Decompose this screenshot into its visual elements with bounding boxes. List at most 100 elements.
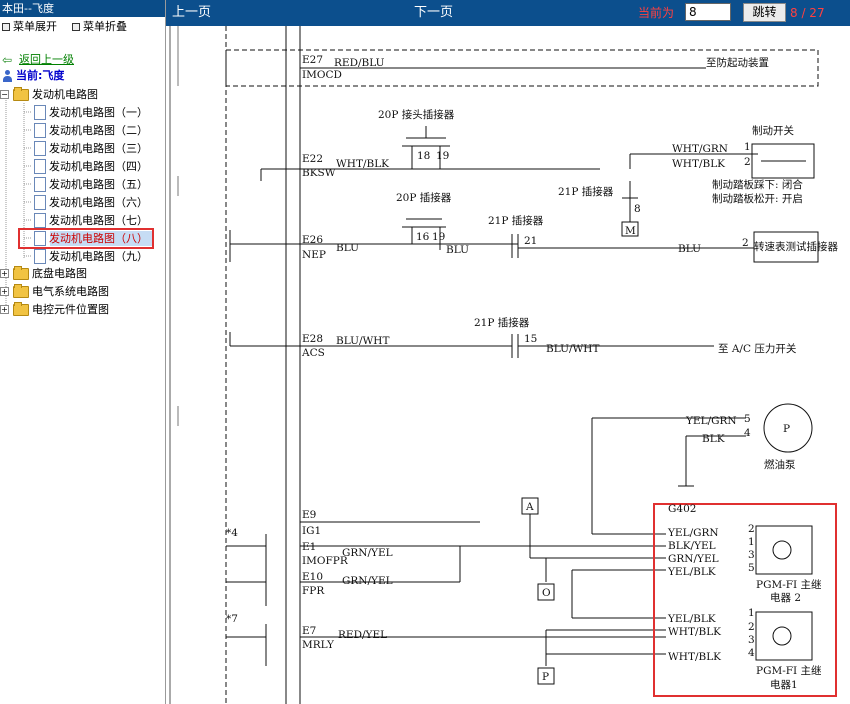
pin-number: 3 [748,634,755,646]
dest-label: 转速表测试插接器 [754,240,838,253]
pin-number: 4 [748,647,755,659]
page-nav-bar: 上一页 下一页 当前为 跳转 8 / 27 [166,0,850,26]
folder-icon [13,283,29,298]
wire-label: GRN/YEL [668,553,719,565]
pin-number: 19 [436,150,449,162]
ground-label: G402 [668,503,696,515]
dest-label: 至防起动装置 [706,56,769,69]
pin-number: 2 [748,621,755,633]
pin-number: 4 [744,427,751,439]
back-link[interactable]: ⇦ 返回上一级 [2,52,74,67]
connector-label: 21P 插接器 [488,214,544,227]
tree-folder-chassis[interactable]: + 底盘电路图 [0,265,87,280]
current-page-label: 当前为 [638,6,675,20]
pin-e1: E1 [302,541,316,553]
signal-mrly: MRLY [302,639,335,651]
wire-label: BLK/YEL [668,540,716,552]
tree-item[interactable]: 发动机电路图（四） [34,158,148,175]
jump-button[interactable]: 跳转 [743,3,786,22]
wire-label: YEL/GRN [667,527,719,539]
tree-folder-electrical[interactable]: + 电气系统电路图 [0,283,109,298]
pin-number: 19 [432,231,445,243]
pin-number: 5 [744,413,751,425]
page-icon [34,249,46,264]
signal-bksw: BKSW [302,167,336,179]
user-icon [2,69,13,82]
relay-label: 电器1 [770,678,798,691]
folder-open-icon [13,86,29,101]
page-icon [34,231,46,246]
pin-number: 2 [744,156,751,168]
collapse-icon [72,23,80,31]
signal-imocd: IMOCD [302,69,342,81]
wire-label: YEL/BLK [667,613,716,625]
wire-label: WHT/BLK [672,158,725,170]
note-marker: *4 [226,527,238,539]
menu-expand-button[interactable]: 菜单展开 [2,17,57,37]
page-icon [34,105,46,120]
pump-symbol: P [783,423,790,435]
signal-nep: NEP [302,249,326,261]
tree-item[interactable]: 发动机电路图（二） [34,122,148,139]
connector-label: 21P 插接器 [474,316,530,329]
tree-item[interactable]: 发动机电路图（三） [34,140,148,157]
tree-item[interactable]: 发动机电路图（七） [34,212,148,229]
page-icon [34,141,46,156]
connector-label: 21P 插接器 [558,185,614,198]
expand-toggle-icon[interactable]: + [0,305,9,314]
tree-folder-components[interactable]: + 电控元件位置图 [0,301,109,316]
collapse-toggle-icon[interactable]: − [0,90,9,99]
letter-o: O [542,587,551,599]
letter-a: A [525,501,534,513]
pin-number: 2 [742,237,749,249]
page-icon [34,159,46,174]
wire-label: BLU/WHT [336,335,389,347]
left-panel: 本田--飞度 菜单展开 菜单折叠 ⇦ 返回上一级 当前 [0,0,166,704]
signal-imofpr: IMOFPR [302,555,349,567]
tree-item[interactable]: 发动机电路图（六） [34,194,148,211]
wire-label: YEL/GRN [685,415,737,427]
pin-number: 16 [416,231,430,243]
pin-number: 8 [634,203,641,215]
note: 制动踏板踩下: 闭合 [712,178,803,191]
current-node: 当前:飞度 [2,67,64,84]
relay-label: PGM-FI 主继 [756,664,822,677]
menu-bar: 菜单展开 菜单折叠 [0,17,165,37]
letter-p: P [542,671,549,683]
tree-item[interactable]: 发动机电路图（一） [34,104,148,121]
tree-root-engine[interactable]: − 发动机电路图 [0,86,98,101]
selection-outline [18,228,154,249]
next-page-link[interactable]: 下一页 [414,5,454,20]
dest-label: 至 A/C 压力开关 [718,342,797,355]
tree-item[interactable]: 发动机电路图（五） [34,176,148,193]
letter-m: M [625,225,636,237]
wire-label: BLU [678,243,701,255]
relay-label: 电器 2 [770,591,801,604]
pin-e26: E26 [302,234,323,246]
wire-label: YEL/BLK [667,566,716,578]
pin-e22: E22 [302,153,323,165]
tree-item-selected[interactable]: 发动机电路图（八） [34,230,148,247]
expand-toggle-icon[interactable]: + [0,287,9,296]
fuel-pump-label: 燃油泵 [764,458,796,471]
page-icon [34,195,46,210]
wire-label: WHT/BLK [336,158,389,170]
pin-e7: E7 [302,625,316,637]
pin-e28: E28 [302,333,323,345]
menu-collapse-button[interactable]: 菜单折叠 [72,17,127,37]
wire-label: BLU [336,242,359,254]
signal-fpr: FPR [302,585,325,597]
wire-label: WHT/BLK [668,651,721,663]
page-number-input[interactable] [685,3,731,21]
wire-label: GRN/YEL [342,547,393,559]
prev-page-link[interactable]: 上一页 [172,5,212,20]
pin-e10: E10 [302,571,323,583]
expand-icon [2,23,10,31]
expand-toggle-icon[interactable]: + [0,269,9,278]
signal-ig1: IG1 [302,525,321,537]
tree-item[interactable]: 发动机电路图（九） [34,248,148,265]
window-title: 本田--飞度 [0,0,165,17]
pin-number: 5 [748,562,755,574]
page-count: 8 / 27 [790,6,825,20]
content-panel: 上一页 下一页 当前为 跳转 8 / 27 [166,0,850,704]
